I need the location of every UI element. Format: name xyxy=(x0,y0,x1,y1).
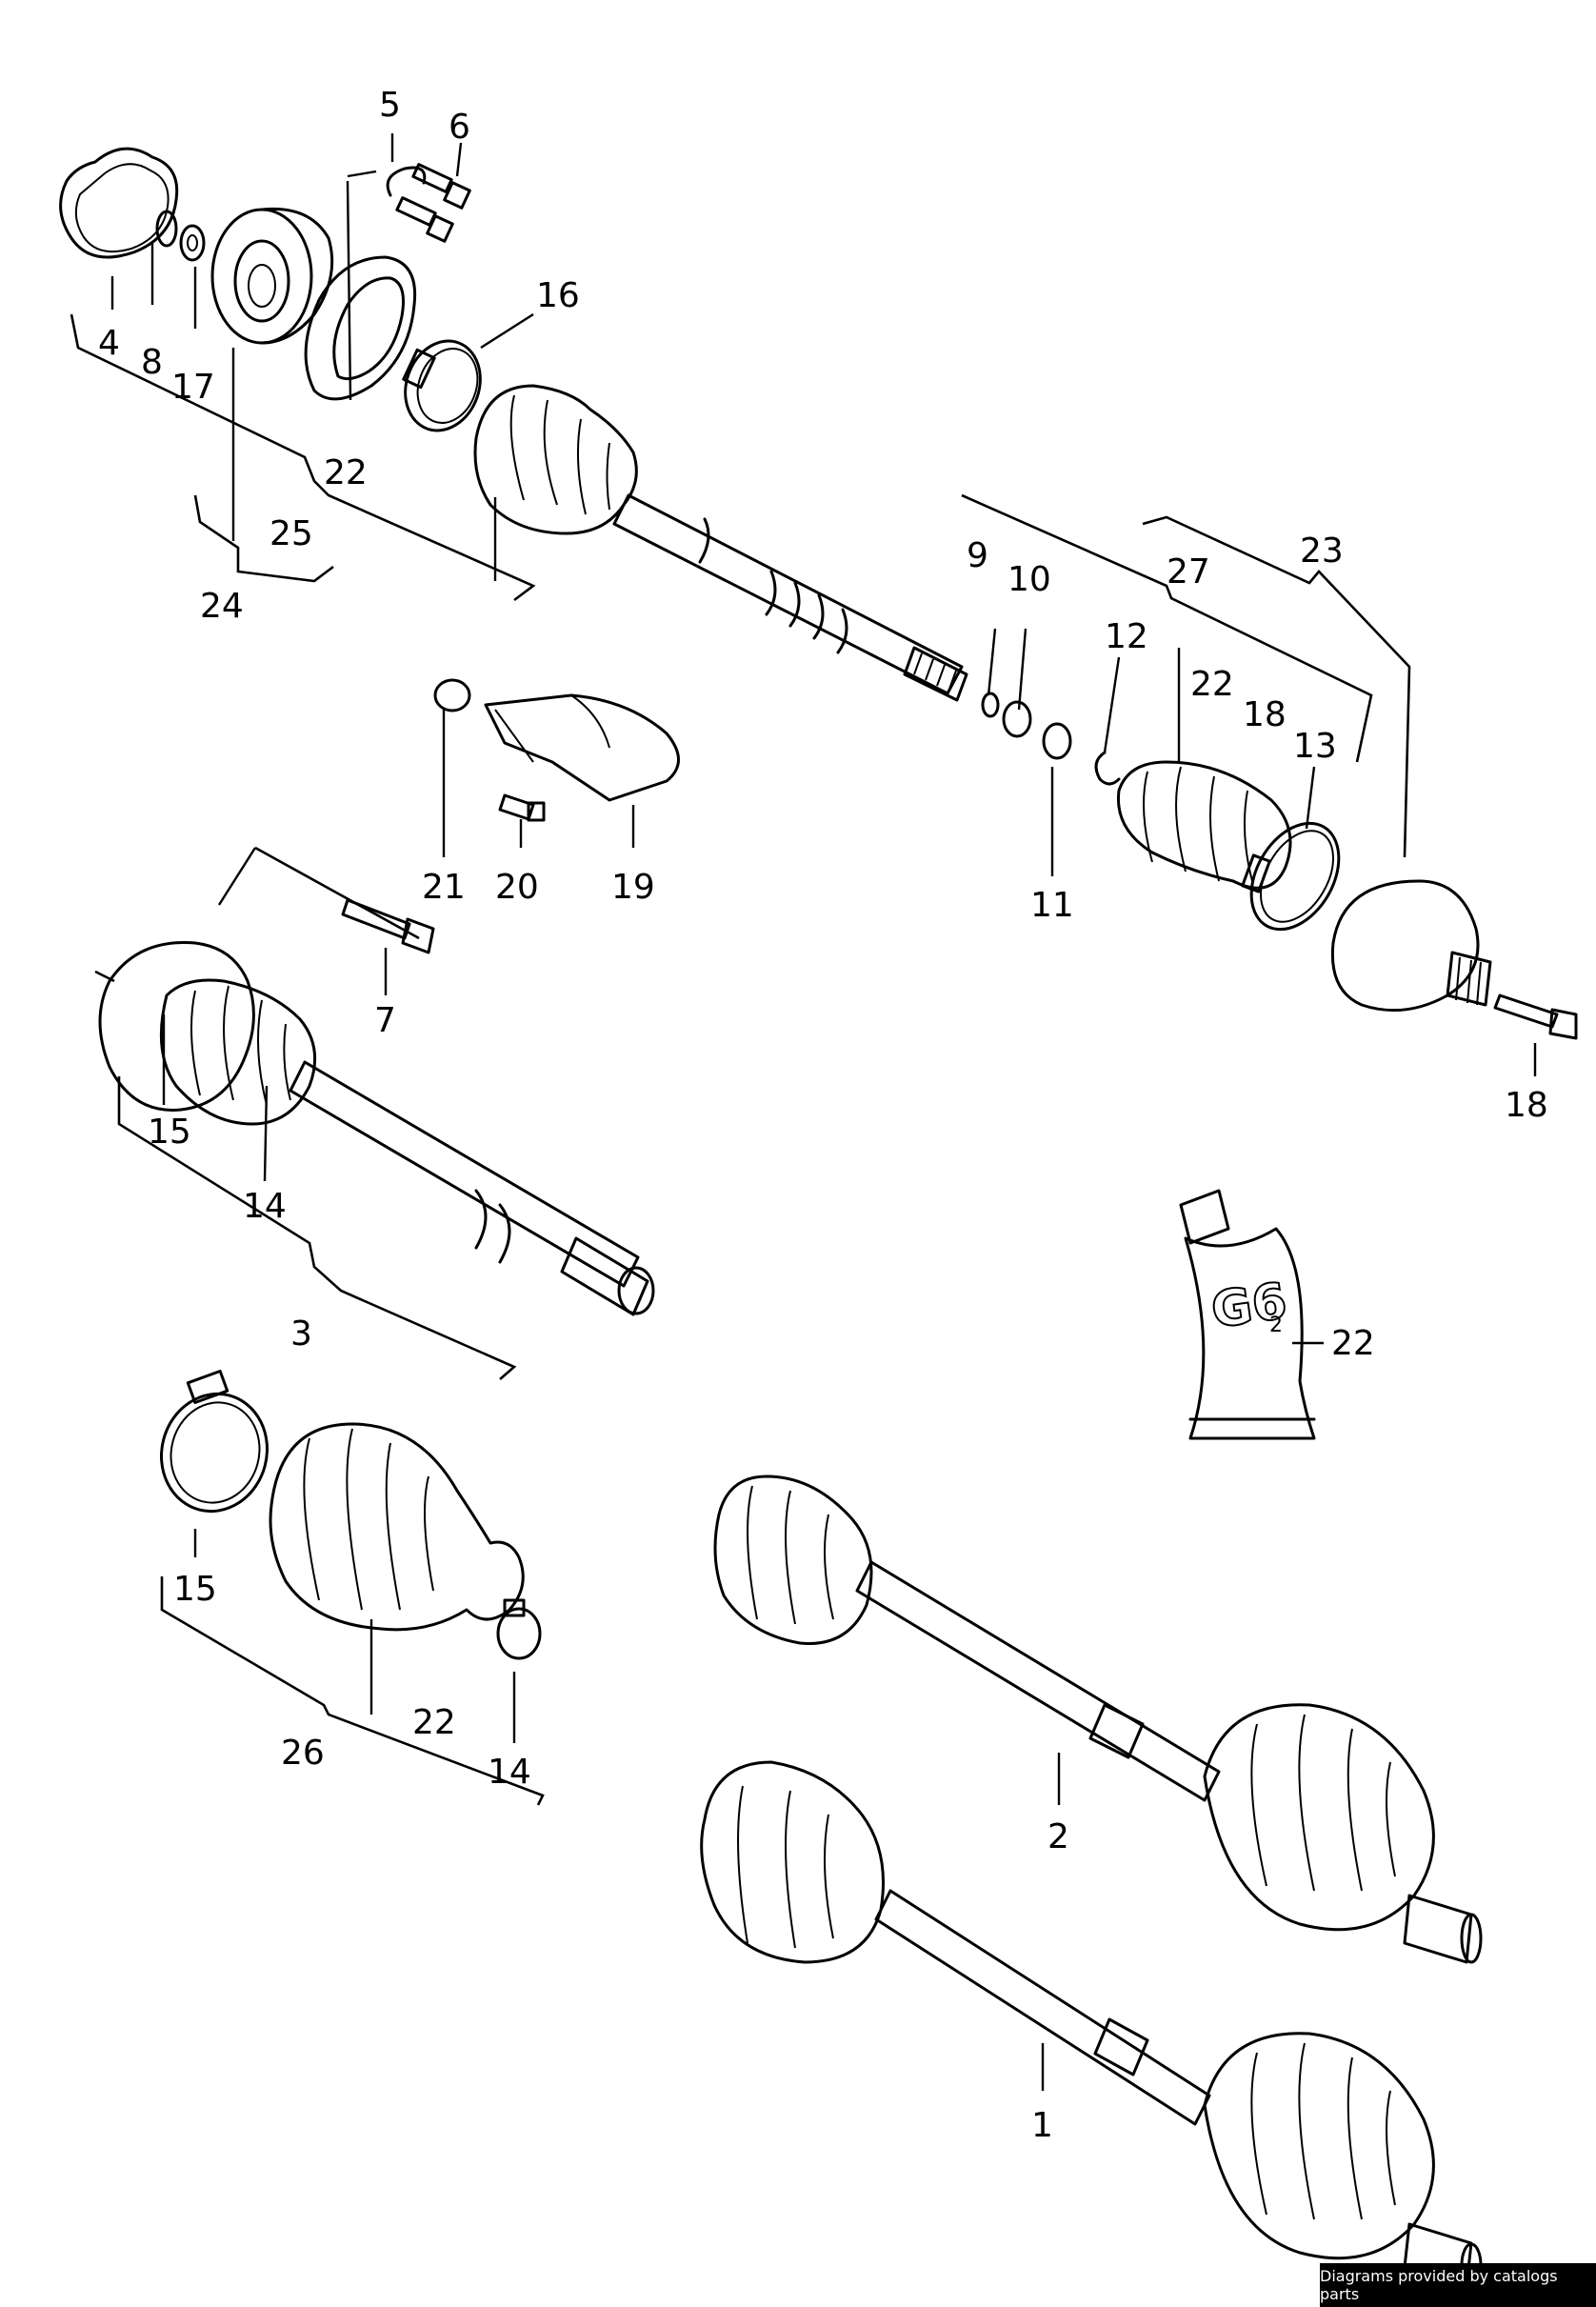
callout-22-right: 22 xyxy=(1190,665,1234,704)
callout-9: 9 xyxy=(967,536,988,575)
callout-8: 8 xyxy=(141,343,163,382)
heat-shield-icon xyxy=(484,693,680,802)
flange-ring-icon xyxy=(304,255,417,401)
inner-joint-shaft-assembly-icon xyxy=(98,941,655,1316)
callout-14-mid: 14 xyxy=(243,1187,287,1226)
dished-washer-icon xyxy=(1042,722,1072,760)
callout-18-top: 18 xyxy=(1243,695,1287,734)
callout-4: 4 xyxy=(98,324,120,363)
callout-25: 25 xyxy=(269,514,313,553)
callout-5: 5 xyxy=(379,86,401,125)
callout-22-lower: 22 xyxy=(412,1703,456,1742)
outer-cv-joint-icon xyxy=(1330,879,1492,1013)
outer-boot-icon xyxy=(1116,760,1292,890)
callout-24: 24 xyxy=(200,587,244,626)
snap-ring-icon xyxy=(981,692,1000,718)
circlip-icon xyxy=(386,166,427,197)
callout-20: 20 xyxy=(495,868,539,907)
bolt-icon xyxy=(498,793,546,822)
callout-7: 7 xyxy=(374,1001,396,1040)
spacer-ring-icon xyxy=(1002,700,1032,738)
callout-16: 16 xyxy=(536,276,580,315)
hose-clamp-icon xyxy=(1241,821,1341,932)
washer-icon xyxy=(179,224,206,262)
drive-shaft-icon xyxy=(612,493,968,702)
callout-17: 17 xyxy=(171,368,215,407)
callout-14-lower: 14 xyxy=(488,1753,531,1792)
callout-26: 26 xyxy=(281,1734,325,1773)
cv-joint-housing-icon xyxy=(210,207,334,345)
callout-3: 3 xyxy=(290,1314,312,1354)
bolt-icon xyxy=(395,163,471,243)
callout-labels: 5 6 16 4 8 17 22 25 24 9 10 27 23 12 22 … xyxy=(98,86,1548,2145)
drive-shaft-1-icon xyxy=(700,1760,1483,2288)
drive-shaft-2-icon xyxy=(713,1474,1483,1964)
leader-lines xyxy=(70,133,1537,2091)
callout-27: 27 xyxy=(1167,552,1210,592)
callout-2: 2 xyxy=(1047,1817,1069,1856)
callout-15-mid: 15 xyxy=(148,1113,191,1152)
callout-23: 23 xyxy=(1300,532,1344,571)
callout-13: 13 xyxy=(1293,727,1337,766)
callout-6: 6 xyxy=(449,108,470,147)
callout-15-lower: 15 xyxy=(173,1570,217,1609)
callout-11: 11 xyxy=(1030,886,1074,925)
callout-18-bottom: 18 xyxy=(1505,1086,1548,1125)
gasket-ring-icon xyxy=(59,147,179,259)
callout-10: 10 xyxy=(1007,560,1051,599)
callout-1: 1 xyxy=(1031,2106,1053,2145)
hose-clamp-icon xyxy=(496,1598,542,1660)
cv-boot-icon xyxy=(473,384,638,535)
callout-22-top: 22 xyxy=(324,453,368,492)
callout-22-tube: 22 xyxy=(1331,1324,1375,1363)
bolt-icon xyxy=(341,898,435,954)
grease-tube-icon: G6 2 xyxy=(1179,1189,1316,1440)
o-ring-icon xyxy=(155,210,178,248)
callout-19: 19 xyxy=(611,868,655,907)
bush-icon xyxy=(433,678,471,712)
cv-boot-icon xyxy=(269,1422,525,1632)
circlip-icon xyxy=(1094,751,1121,786)
hose-clamp-icon xyxy=(160,1392,269,1514)
hose-clamp-icon xyxy=(402,339,482,432)
callout-12: 12 xyxy=(1105,617,1148,656)
grease-tube-sub: 2 xyxy=(1269,1314,1283,1337)
bolt-icon xyxy=(1493,993,1578,1040)
credit-banner: Diagrams provided by catalogs parts xyxy=(1320,2263,1596,2307)
callout-21: 21 xyxy=(422,868,466,907)
grease-tube-label: G6 xyxy=(1208,1273,1290,1339)
